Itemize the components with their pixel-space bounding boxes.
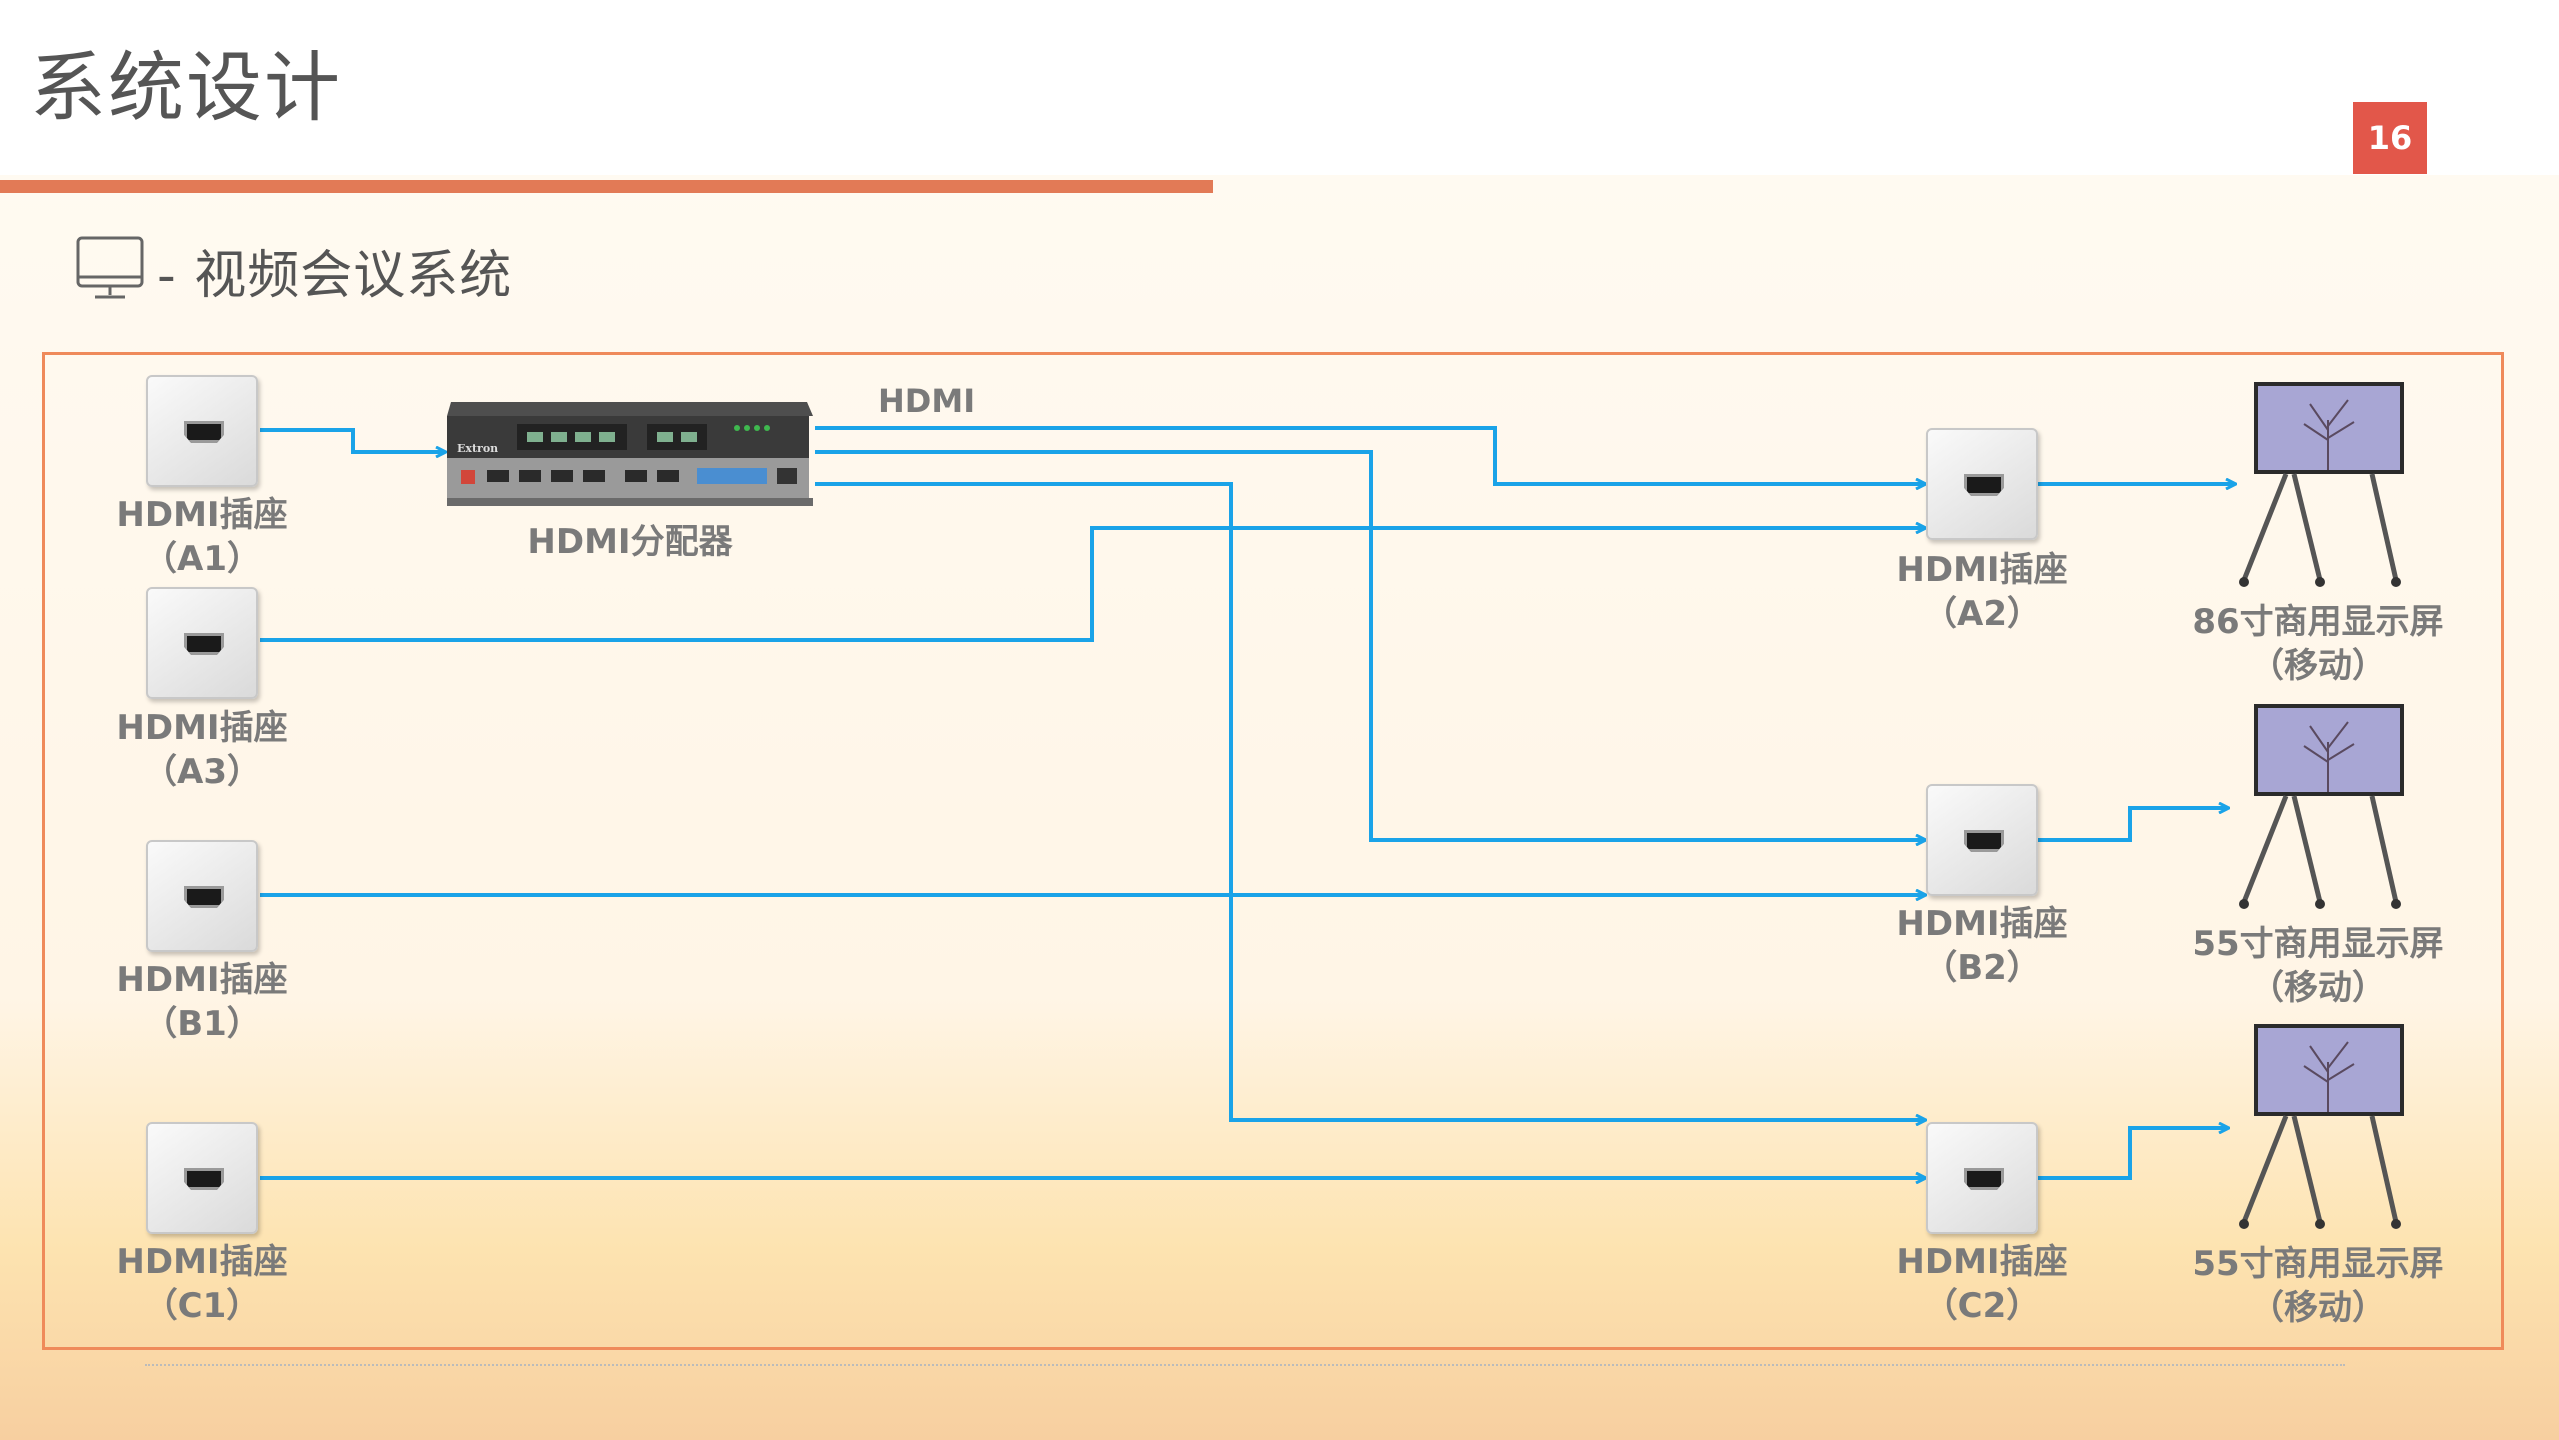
section-title: - 视频会议系统 — [157, 245, 513, 306]
display-55-inch-1 — [2239, 704, 2404, 909]
splitter-label: HDMI分配器 — [527, 522, 733, 562]
cable-label: HDMI — [878, 382, 976, 420]
display-label-86: 86寸商用显示屏（移动） — [2192, 602, 2444, 686]
footer-divider — [145, 1364, 2345, 1366]
socket-label-a2: HDMI插座（A2） — [1896, 550, 2068, 634]
wire-c2-to-display-55-2 — [2035, 1128, 2228, 1180]
page-number-badge: 16 — [2353, 102, 2427, 174]
wire-a1-to-splitter — [260, 428, 445, 452]
display-label-55-1: 55寸商用显示屏（移动） — [2192, 924, 2444, 1008]
hdmi-port-icon — [184, 886, 224, 908]
wire-a3-to-a2 — [260, 528, 1925, 642]
hdmi-port-icon — [184, 1168, 224, 1190]
header-accent-bar — [0, 180, 1213, 193]
display-86-inch — [2239, 382, 2404, 587]
hdmi-socket-b1 — [146, 840, 258, 952]
socket-label-c1: HDMI插座（C1） — [116, 1242, 288, 1326]
hdmi-port-icon — [1964, 1168, 2004, 1190]
page-title: 系统设计 — [30, 43, 342, 132]
socket-label-b1: HDMI插座（B1） — [116, 960, 288, 1044]
socket-label-a1: HDMI插座（A1） — [116, 495, 288, 579]
wire-splitter-to-b2 — [815, 450, 1925, 840]
splitter-brand: Extron — [457, 442, 498, 455]
socket-label-a3: HDMI插座（A3） — [116, 708, 288, 792]
hdmi-splitter-device: Extron — [447, 402, 813, 506]
socket-label-c2: HDMI插座（C2） — [1896, 1242, 2068, 1326]
hdmi-socket-a2 — [1926, 428, 2038, 540]
hdmi-socket-a3 — [146, 587, 258, 699]
wire-splitter-to-c2 — [815, 482, 1925, 1120]
hdmi-port-icon — [1964, 830, 2004, 852]
hdmi-port-icon — [184, 633, 224, 655]
hdmi-socket-c2 — [1926, 1122, 2038, 1234]
wire-splitter-to-a2 — [815, 426, 1925, 484]
hdmi-socket-b2 — [1926, 784, 2038, 896]
hdmi-port-icon — [1964, 474, 2004, 496]
diagram-frame — [42, 352, 2504, 1350]
section-heading: - 视频会议系统 — [75, 232, 512, 308]
hdmi-socket-c1 — [146, 1122, 258, 1234]
wire-b2-to-display-55-1 — [2035, 808, 2228, 842]
socket-label-b2: HDMI插座（B2） — [1896, 904, 2068, 988]
display-label-55-2: 55寸商用显示屏（移动） — [2192, 1244, 2444, 1328]
display-55-inch-2 — [2239, 1024, 2404, 1229]
monitor-icon — [76, 236, 144, 299]
hdmi-port-icon — [184, 421, 224, 443]
hdmi-socket-a1 — [146, 375, 258, 487]
